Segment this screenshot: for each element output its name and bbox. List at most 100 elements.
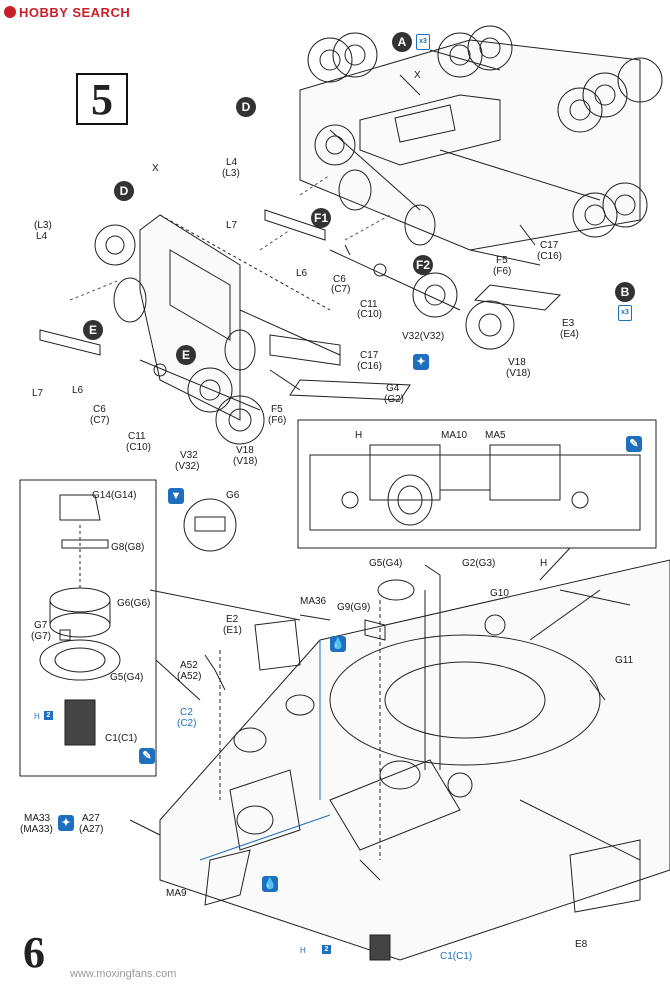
detail-view-icon: ▼ bbox=[168, 488, 184, 504]
glue-drop-icon-a: 💧 bbox=[330, 636, 346, 652]
label-g11: G11 bbox=[615, 655, 634, 666]
label-c11-mid: C11 bbox=[360, 299, 378, 310]
label-x-left: X bbox=[152, 163, 159, 174]
paint-brush-icon-detail: ✎ bbox=[626, 436, 642, 452]
detail-box-hatch bbox=[297, 419, 657, 549]
label-l6-left: L6 bbox=[72, 385, 84, 396]
label-l6-mid: L6 bbox=[296, 268, 308, 279]
upper-hull-side bbox=[299, 39, 641, 251]
label-v32b-left: (V32) bbox=[175, 461, 200, 472]
label-v18-mid: V18 bbox=[508, 357, 526, 368]
paint-code-2-b: 2 bbox=[322, 945, 331, 954]
label-ma9: MA9 bbox=[166, 888, 187, 899]
part-marker-b: B bbox=[615, 282, 635, 302]
label-a52: A52 bbox=[180, 660, 198, 671]
glue-icon-step5: ✦ bbox=[413, 354, 429, 370]
paint-code-2-a: 2 bbox=[44, 711, 53, 720]
part-marker-d-left: D bbox=[114, 181, 134, 201]
label-c16-left: (C16) bbox=[357, 361, 383, 372]
label-g8: G8(G8) bbox=[111, 542, 145, 553]
label-c2b: (C2) bbox=[177, 718, 197, 729]
brand-text: HOBBY SEARCH bbox=[19, 4, 131, 20]
label-a27: A27 bbox=[82, 813, 100, 824]
label-c11-left: C11 bbox=[128, 431, 146, 442]
label-c7-mid: (C7) bbox=[331, 284, 351, 295]
label-c17-mid: C17 bbox=[540, 240, 559, 251]
label-f5-mid: F5 bbox=[496, 255, 508, 266]
step-5-number: 5 bbox=[91, 75, 113, 124]
part-marker-e-mid: E bbox=[176, 345, 196, 365]
label-c16-mid: (C16) bbox=[537, 251, 563, 262]
label-c10-left: (C10) bbox=[126, 442, 152, 453]
quantity-badge-x3-a: x3 bbox=[416, 34, 430, 50]
label-l4-top: L4 bbox=[226, 157, 238, 168]
g6-detail-circle bbox=[183, 498, 237, 552]
glue-icon-ma33: ✦ bbox=[58, 815, 74, 831]
label-c17-left: C17 bbox=[360, 350, 379, 361]
brand-logo: HOBBY SEARCH bbox=[4, 4, 130, 20]
label-v18-left: V18 bbox=[236, 445, 254, 456]
label-e4: (E4) bbox=[560, 329, 579, 340]
label-a27b: (A27) bbox=[79, 824, 104, 835]
footer-watermark: www.moxingfans.com bbox=[70, 968, 177, 980]
label-c6-left: C6 bbox=[93, 404, 106, 415]
label-ma33: MA33 bbox=[24, 813, 51, 824]
glue-drop-icon-b: 💧 bbox=[262, 876, 278, 892]
label-g9: G9(G9) bbox=[337, 602, 371, 613]
label-e8: E8 bbox=[575, 939, 588, 950]
quantity-badge-x3-b: x3 bbox=[618, 305, 632, 321]
paint-code-h-b: H bbox=[300, 946, 306, 955]
paint-brush-icon-inset: ✎ bbox=[139, 748, 155, 764]
label-f5-left: F5 bbox=[271, 404, 283, 415]
top-bogies bbox=[307, 25, 663, 238]
label-f6-left: (F6) bbox=[268, 415, 287, 426]
label-c1-inset: C1(C1) bbox=[105, 733, 138, 744]
label-g5-main: G5(G4) bbox=[369, 558, 403, 569]
cupola-detail bbox=[39, 494, 121, 746]
label-e3: E3 bbox=[562, 318, 575, 329]
label-ma5: MA5 bbox=[485, 430, 506, 441]
label-g7: G7 bbox=[34, 620, 48, 631]
label-h-detail: H bbox=[355, 430, 363, 441]
label-h-main: H bbox=[540, 558, 548, 569]
part-marker-d-top: D bbox=[236, 97, 256, 117]
label-g10: G10 bbox=[490, 588, 509, 599]
label-g7b: (G7) bbox=[31, 631, 51, 642]
label-l3-top: (L3) bbox=[222, 168, 240, 179]
label-e1: (E1) bbox=[223, 625, 242, 636]
label-l4-left: L4 bbox=[36, 231, 48, 242]
label-ma10: MA10 bbox=[441, 430, 468, 441]
paint-code-h-a: H bbox=[34, 712, 40, 721]
label-v32-left: V32 bbox=[180, 450, 198, 461]
label-ma36: MA36 bbox=[300, 596, 327, 607]
label-g5-inset: G5(G4) bbox=[110, 672, 144, 683]
label-c1-main: C1(C1) bbox=[440, 951, 473, 962]
brand-mark-icon bbox=[4, 6, 16, 18]
label-v18b-left: (V18) bbox=[233, 456, 258, 467]
label-g14: G14(G14) bbox=[92, 490, 137, 501]
label-a52b: (A52) bbox=[177, 671, 202, 682]
label-l7-left: L7 bbox=[32, 388, 44, 399]
label-v32-mid: V32(V32) bbox=[402, 331, 445, 342]
label-c7-left: (C7) bbox=[90, 415, 110, 426]
label-l3-left: (L3) bbox=[34, 220, 52, 231]
step-6-number: 6 bbox=[23, 928, 45, 977]
label-c2: C2 bbox=[180, 707, 193, 718]
step-6-box: 6 bbox=[10, 928, 58, 980]
step-5-box: 5 bbox=[76, 73, 128, 125]
label-g4: G4 bbox=[386, 383, 400, 394]
label-f6-mid: (F6) bbox=[493, 266, 512, 277]
part-marker-e-left: E bbox=[83, 320, 103, 340]
part-marker-f1: F1 bbox=[311, 208, 331, 228]
label-c10-mid: (C10) bbox=[357, 309, 383, 320]
label-v18b-mid: (V18) bbox=[506, 368, 531, 379]
label-ma33b: (MA33) bbox=[20, 824, 53, 835]
label-e2: E2 bbox=[226, 614, 239, 625]
label-g6-detail: G6 bbox=[226, 490, 240, 501]
label-c6-mid: C6 bbox=[333, 274, 346, 285]
hull-top-plate bbox=[129, 559, 670, 961]
part-marker-f2: F2 bbox=[413, 255, 433, 275]
label-l7-mid: L7 bbox=[226, 220, 238, 231]
middle-parts bbox=[264, 169, 562, 350]
label-x-top: X bbox=[414, 70, 421, 81]
